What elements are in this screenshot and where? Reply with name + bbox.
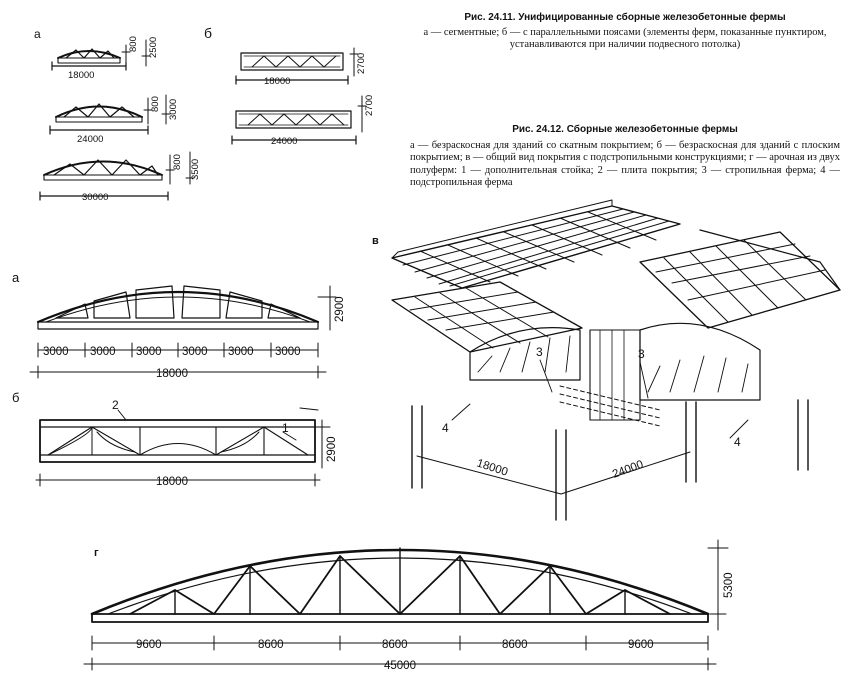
segment-truss-24000: [49, 103, 149, 135]
view-v-callout-4a: 4: [442, 421, 449, 435]
truss-a-total: 18000: [156, 368, 188, 380]
seg-height-3b: 3500: [190, 159, 201, 180]
seg-span-24000: 24000: [77, 134, 103, 145]
fig-24-11-caption: Рис. 24.11. Унифицированные сборные желе…: [410, 12, 840, 52]
truss-a-panel-2: 3000: [90, 346, 116, 358]
truss-a-panel-4: 3000: [182, 346, 208, 358]
arch-panel-3: 8600: [382, 639, 408, 651]
par-height-1: 2700: [356, 53, 367, 74]
par-span-24000: 24000: [271, 136, 297, 147]
arch-label: г: [94, 547, 99, 559]
fig-24-12-text: а — безраскосная для зданий со скатным п…: [410, 139, 840, 189]
truss-b-callout-1: 1: [282, 421, 289, 435]
truss-b-drawing: [35, 407, 331, 487]
arch-total: 45000: [384, 660, 416, 672]
par-span-18000: 18000: [264, 76, 290, 87]
arch-truss-drawing: [83, 539, 729, 671]
truss-b-height: 2900: [326, 436, 338, 462]
view-v-span-24000: 24000: [611, 459, 645, 481]
parallel-truss-24000: [231, 110, 357, 145]
fig-24-11-label-a: а: [34, 27, 41, 41]
truss-a-height: 2900: [334, 296, 346, 322]
arch-panel-2: 8600: [258, 639, 284, 651]
isometric-roof-view: [391, 199, 841, 521]
fig-24-11-label-b: б: [204, 25, 212, 41]
truss-b-total: 18000: [156, 476, 188, 488]
truss-a-label: а: [12, 270, 20, 285]
seg-span-30000: 30000: [82, 192, 108, 203]
view-v-callout-3a: 3: [536, 345, 543, 359]
fig-24-11-text: а — сегментные; б — с параллельными пояс…: [423, 26, 827, 51]
arch-panel-4: 8600: [502, 639, 528, 651]
seg-height-1b: 2500: [148, 37, 159, 58]
par-height-2: 2700: [364, 95, 375, 116]
seg-span-18000: 18000: [68, 70, 94, 81]
view-v-callout-4b: 4: [734, 435, 741, 449]
segment-truss-30000: [39, 159, 169, 201]
view-v-callout-3b: 3: [638, 347, 645, 361]
view-v-label: в: [372, 235, 379, 247]
truss-a-panel-5: 3000: [228, 346, 254, 358]
seg-height-2a: 800: [150, 96, 161, 112]
truss-a-panel-3: 3000: [136, 346, 162, 358]
arch-height: 5300: [723, 572, 735, 598]
arch-panel-5: 9600: [628, 639, 654, 651]
truss-a-panel-6: 3000: [275, 346, 301, 358]
truss-a-drawing: [29, 285, 337, 379]
arch-panel-1: 9600: [136, 639, 162, 651]
seg-height-3a: 800: [172, 154, 183, 170]
seg-height-1a: 800: [128, 36, 139, 52]
fig-24-12-title: Рис. 24.12. Сборные железобетонные фермы: [512, 124, 738, 135]
segment-truss-18000: [51, 48, 127, 71]
fig-24-12-caption: Рис. 24.12. Сборные железобетонные фермы…: [410, 124, 840, 190]
fig-24-11-title: Рис. 24.11. Унифицированные сборные желе…: [464, 12, 786, 23]
seg-height-2b: 3000: [168, 99, 179, 120]
parallel-truss-18000: [235, 52, 349, 85]
truss-b-label: б: [12, 390, 19, 405]
truss-b-callout-2: 2: [112, 398, 119, 412]
truss-a-panel-1: 3000: [43, 346, 69, 358]
